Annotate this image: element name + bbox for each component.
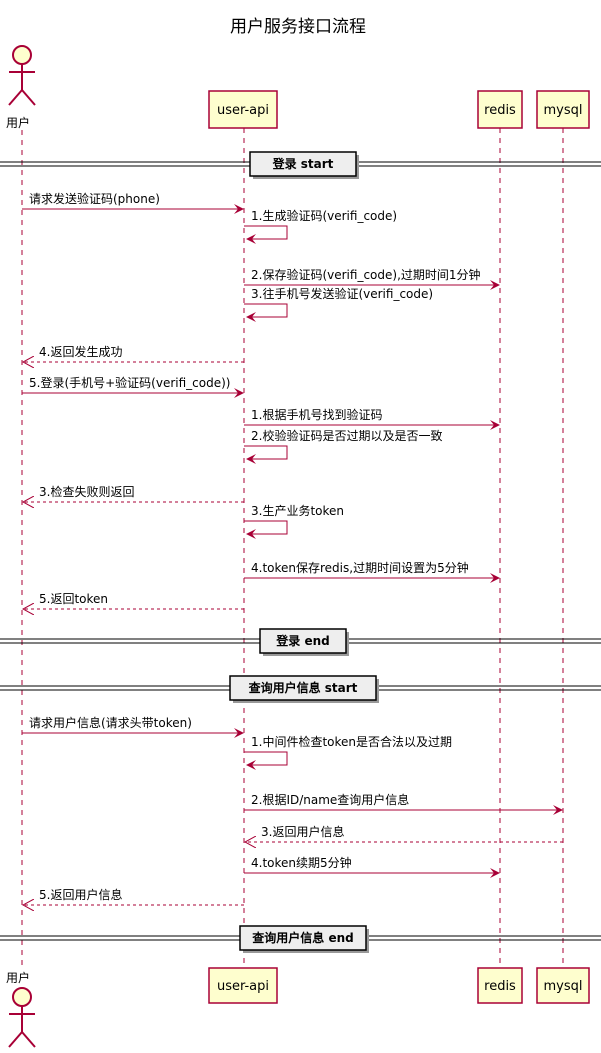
actor-user-label-bottom: 用户 [6,970,30,985]
lifelines [21,128,564,970]
message: 请求发送验证码(phone) [22,191,244,214]
message-label: 2.根据ID/name查询用户信息 [251,792,409,807]
message-label: 5.返回用户信息 [39,887,122,902]
participant-mysql-label-bottom: mysql [544,979,583,994]
message-label: 3.生产业务token [251,503,344,518]
message: 2.校验验证码是否过期以及是否一致 [244,428,442,464]
section-divider: 查询用户信息 start [0,675,601,703]
section-divider: 查询用户信息 end [0,925,601,953]
divider-label: 登录 start [272,156,334,171]
message: 1.生成验证码(verifi_code) [244,208,397,244]
message-label: 1.根据手机号找到验证码 [251,407,382,422]
divider-box [229,675,377,701]
message: 5.返回token [23,592,244,609]
participant-mysql-bottom: mysql [536,967,590,1004]
message-self-arrow [244,225,288,244]
participant-mysql-label-top: mysql [544,103,583,118]
participant-box [536,967,590,1004]
message: 3.往手机号发送验证(verifi_code) [244,286,433,322]
message-label: 1.中间件检查token是否合法以及过期 [251,734,452,749]
actor-head [12,45,32,65]
message: 请求用户信息(请求头带token) [22,715,244,738]
message-self-arrow [244,751,288,770]
participant-box [477,967,523,1004]
actor-leg-left [8,1031,23,1048]
message-label: 请求发送验证码(phone) [29,191,160,206]
participants-top: 用户 user-api redis mysql [6,45,590,130]
participant-mysql-top: mysql [536,90,590,129]
message-label: 3.检查失败则返回 [39,484,134,499]
participant-redis-top: redis [477,90,523,129]
message: 4.token保存redis,过期时间设置为5分钟 [244,560,500,583]
divider-label: 查询用户信息 end [251,930,353,945]
participant-user-api-bottom: user-api [208,967,278,1004]
participant-user-api-label-top: user-api [217,103,269,118]
message: 3.生产业务token [244,503,344,539]
message: 5.登录(手机号+验证码(verifi_code)) [22,375,244,398]
message-label: 3.往手机号发送验证(verifi_code) [251,286,433,301]
diagram-title: 用户服务接口流程 [230,17,366,37]
divider-box [259,628,347,654]
message: 4.返回发生成功 [23,344,244,362]
divider-label: 登录 end [275,633,329,648]
participant-user-api-top: user-api [208,90,278,129]
actor-user-bottom: 用户 [6,970,36,1048]
message-label: 请求用户信息(请求头带token) [29,715,192,730]
message-label: 2.校验验证码是否过期以及是否一致 [251,428,442,443]
participant-redis-bottom: redis [477,967,523,1004]
participant-box [536,90,590,129]
message: 2.保存验证码(verifi_code),过期时间1分钟 [244,267,500,290]
section-divider: 登录 end [0,628,601,656]
message: 3.返回用户信息 [245,824,563,842]
participant-box [477,90,523,129]
dividers: 登录 start 登录 end 查询用户信息 start 查询用户信息 end [0,151,601,953]
message-label: 2.保存验证码(verifi_code),过期时间1分钟 [251,267,481,282]
message-label: 4.token续期5分钟 [251,855,352,870]
divider-label: 查询用户信息 start [248,680,358,695]
participant-user-api-label-bottom: user-api [217,979,269,994]
divider-box [249,151,357,177]
message-self-arrow [244,445,288,464]
actor-leg-left [8,89,23,106]
actor-head [12,987,32,1007]
participant-redis-label-top: redis [484,103,516,118]
message: 2.根据ID/name查询用户信息 [244,792,563,815]
divider-box [239,925,367,951]
participant-box [208,967,278,1004]
message-self-arrow [244,520,288,539]
message: 3.检查失败则返回 [23,484,244,502]
message: 4.token续期5分钟 [244,855,500,878]
section-divider: 登录 start [0,151,601,179]
message-label: 1.生成验证码(verifi_code) [251,208,397,223]
actor-user-top: 用户 [6,45,36,130]
message-label: 3.返回用户信息 [261,824,344,839]
actor-leg-right [21,1031,36,1048]
participant-box [208,90,278,129]
message: 1.中间件检查token是否合法以及过期 [244,734,452,770]
message-label: 5.登录(手机号+验证码(verifi_code)) [29,375,230,390]
message-self-arrow [244,303,288,322]
actor-leg-right [21,89,36,106]
message-label: 4.返回发生成功 [39,344,122,359]
participants-bottom: 用户 user-api redis mysql [6,967,590,1048]
participant-redis-label-bottom: redis [484,979,516,994]
message: 1.根据手机号找到验证码 [244,407,500,430]
message-label: 5.返回token [39,592,108,606]
messages: 请求发送验证码(phone) 1.生成验证码(verifi_code) 2.保存验证… [22,191,563,905]
message: 5.返回用户信息 [23,887,244,905]
message-label: 4.token保存redis,过期时间设置为5分钟 [251,560,469,575]
actor-user-label-top: 用户 [6,115,30,130]
